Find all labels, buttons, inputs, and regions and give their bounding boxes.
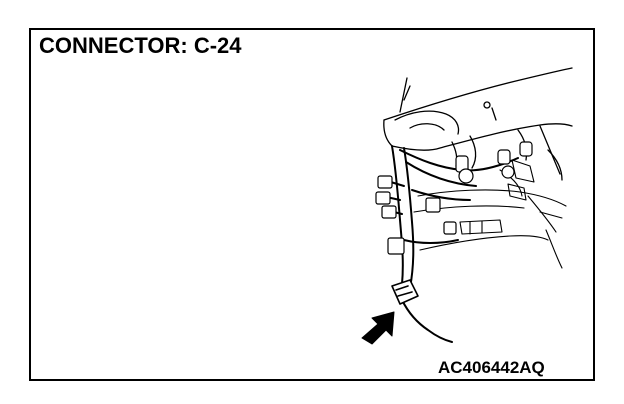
illustration-code: AC406442AQ: [438, 358, 545, 377]
arrow-icon: [361, 311, 395, 345]
diagram-frame: [29, 28, 595, 381]
dashboard-lower-structure: [413, 159, 567, 269]
harness-connectors: [375, 141, 533, 255]
target-connector: [391, 279, 419, 305]
dashboard-outline: [383, 67, 573, 181]
connector-title: CONNECTOR: C-24: [39, 33, 242, 58]
